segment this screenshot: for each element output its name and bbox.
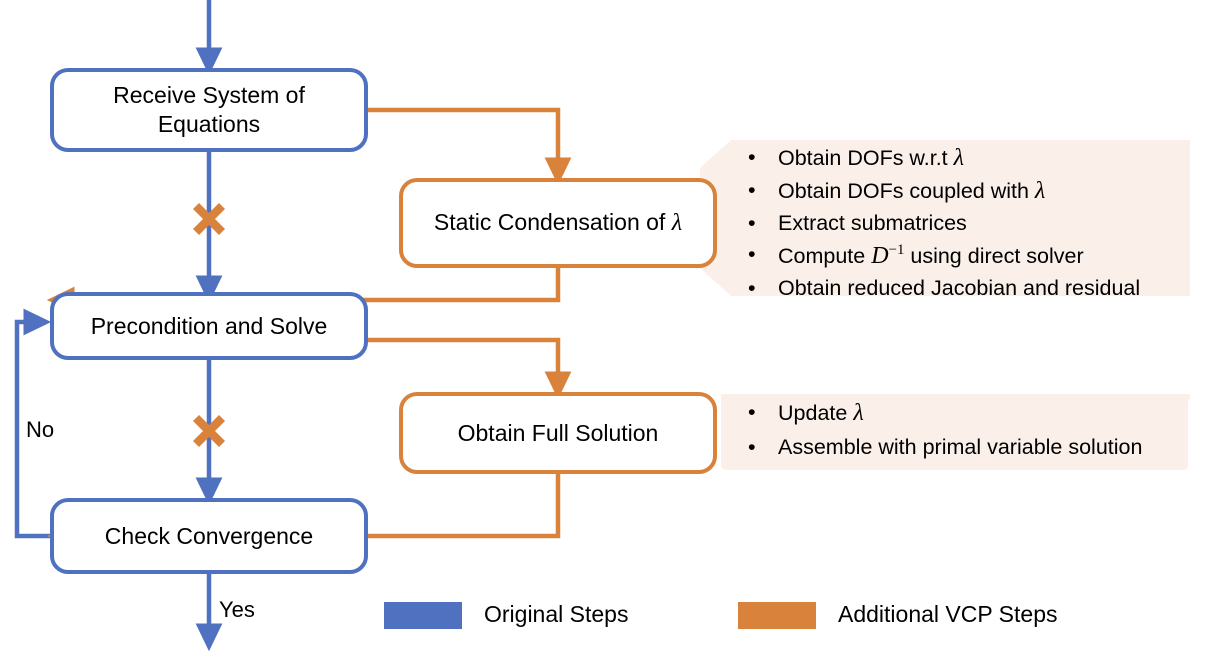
- node-static-condensation-label: Static Condensation of λ: [424, 208, 692, 238]
- node-check-convergence[interactable]: Check Convergence: [50, 498, 368, 574]
- edge-no-feedback-loop: [14, 308, 52, 539]
- edge-label-yes: Yes: [219, 597, 255, 622]
- matrix-d-exponent: −1: [888, 242, 905, 258]
- matrix-d-base: D: [871, 243, 889, 269]
- node-full-solution-label: Obtain Full Solution: [457, 419, 659, 446]
- panel-background-full-solution: [721, 394, 1190, 470]
- node-static-condensation-text: Static Condensation of: [433, 209, 672, 235]
- list-item: • Obtain DOFs coupled with λ: [740, 178, 1190, 205]
- node-static-condensation[interactable]: Static Condensation of λ: [399, 178, 717, 268]
- lambda-symbol: λ: [853, 400, 864, 426]
- panel-static-condensation-details: • Obtain DOFs w.r.t λ • Obtain DOFs couple…: [740, 145, 1190, 301]
- edge-precondition-to-full-solution: [368, 337, 572, 400]
- panel-full-solution-details: • Update λ • Assemble with primal variable…: [740, 400, 1190, 460]
- node-receive-system-of-equations[interactable]: Receive System of Equations: [50, 68, 368, 152]
- list-item-text: Obtain DOFs w.r.t: [778, 146, 954, 170]
- list-item-text: Compute: [778, 244, 872, 268]
- list-item: • Obtain DOFs w.r.t λ: [740, 145, 1190, 172]
- cross-marker-receive-precondition: [192, 202, 226, 236]
- bullet-icon: •: [748, 242, 756, 266]
- bullet-icon: •: [748, 211, 756, 235]
- legend-label-additional-vcp-steps: Additional VCP Steps: [838, 601, 1058, 627]
- bullet-icon: •: [748, 435, 756, 459]
- node-receive-label: Receive System of Equations: [113, 82, 305, 137]
- list-item: • Extract submatrices: [740, 211, 1190, 236]
- edge-label-no: No: [26, 417, 55, 442]
- node-check-convergence-label: Check Convergence: [104, 522, 314, 549]
- bullet-icon: •: [748, 145, 756, 169]
- list-item: • Obtain reduced Jacobian and residual: [740, 276, 1190, 301]
- list-item-text: Obtain DOFs coupled with: [778, 179, 1035, 203]
- lambda-symbol: λ: [1034, 178, 1046, 204]
- panel-background-static-condensation: [700, 140, 1190, 296]
- list-item-text: Extract submatrices: [778, 211, 967, 235]
- node-precondition-label: Precondition and Solve: [90, 312, 328, 339]
- list-item-text: Obtain reduced Jacobian and residual: [778, 276, 1141, 300]
- bullet-icon: •: [748, 178, 756, 202]
- list-item-text: Assemble with primal variable solution: [778, 435, 1143, 459]
- list-item: • Assemble with primal variable solution: [740, 435, 1190, 460]
- cross-marker-precondition-check: [192, 414, 226, 448]
- list-item: • Compute D−1 using direct solver: [740, 242, 1190, 270]
- node-precondition-and-solve[interactable]: Precondition and Solve: [50, 292, 368, 360]
- list-item: • Update λ: [740, 400, 1190, 427]
- lambda-symbol: λ: [953, 145, 965, 171]
- legend-swatch-original-steps: [384, 602, 462, 629]
- bullet-icon: •: [748, 400, 756, 424]
- list-item-text-suffix: using direct solver: [904, 244, 1084, 268]
- legend-label-original-steps: Original Steps: [484, 601, 629, 627]
- list-item-text: Update: [778, 401, 854, 425]
- lambda-symbol: λ: [671, 210, 683, 236]
- node-obtain-full-solution[interactable]: Obtain Full Solution: [399, 392, 717, 474]
- bullet-icon: •: [748, 276, 756, 300]
- edge-receive-to-static-condensation: [368, 107, 572, 186]
- legend-swatch-additional-vcp-steps: [738, 602, 816, 629]
- matrix-d-symbol: D−1: [871, 242, 905, 269]
